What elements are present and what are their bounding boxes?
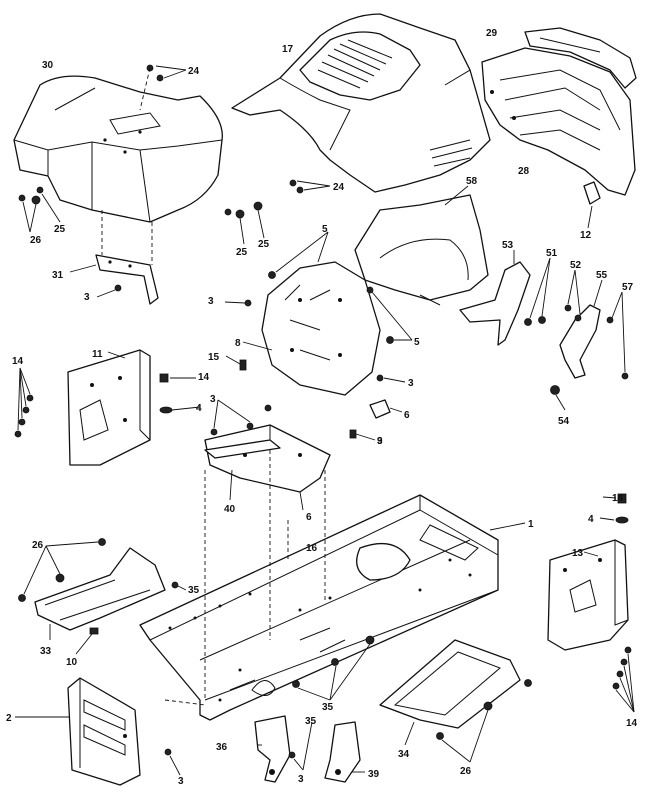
callout-25: 25: [236, 247, 248, 258]
callout-34: 34: [398, 749, 410, 760]
hood-17: [231, 13, 491, 193]
callout-11: 11: [92, 349, 103, 360]
screws-14-right: [612, 646, 635, 713]
callout-8: 8: [235, 338, 241, 349]
callout-25: 25: [54, 224, 66, 235]
callout-14: 14: [198, 372, 210, 383]
callout-29: 29: [486, 28, 498, 39]
callout-35: 35: [305, 716, 317, 727]
callout-1: 1: [528, 519, 534, 530]
side-panel-11: [67, 349, 151, 466]
callout-52: 52: [570, 260, 582, 271]
grille-29: [524, 27, 637, 89]
chassis-frame-1: [139, 494, 526, 721]
callout-9: 3: [377, 436, 383, 447]
latch-12: [583, 181, 601, 229]
callout-3: 3: [208, 296, 214, 307]
side-panel-13: [547, 539, 629, 651]
heat-shield-58: [354, 185, 489, 306]
callout-14: 14: [12, 356, 24, 367]
callout-26: 26: [32, 540, 44, 551]
bolt-14-washer-4: [159, 373, 201, 414]
callout-58: 58: [466, 176, 478, 187]
bracket-39: [324, 721, 365, 783]
dash-panel-30: [13, 75, 223, 223]
callout-26: 26: [30, 235, 42, 246]
callout-3: 3: [298, 774, 304, 785]
callout-4: 4: [196, 403, 202, 414]
callout-5: 5: [322, 224, 328, 235]
callout-9: 9: [377, 436, 383, 447]
callout-54: 54: [558, 416, 570, 427]
callout-4: 4: [588, 514, 594, 525]
callout-12: 12: [580, 230, 592, 241]
screws-14-left: [14, 367, 34, 438]
callout-24: 24: [333, 182, 345, 193]
footrest-33: [34, 547, 166, 640]
callout-53: 53: [502, 240, 514, 251]
callout-5: 5: [414, 337, 420, 348]
hardware-35-3-bottom: [288, 635, 375, 771]
callout-24: 24: [188, 66, 200, 77]
callout-40: 40: [224, 504, 236, 515]
callout-6: 6: [404, 410, 410, 421]
bolts-15-9-clip-6: [225, 355, 403, 441]
callout-25: 25: [258, 239, 270, 250]
callout-33: 33: [40, 646, 52, 657]
footrest-34-hardware: [436, 679, 532, 763]
callout-57: 57: [622, 282, 634, 293]
callout-30: 30: [42, 60, 54, 71]
footrest-34: [379, 639, 521, 746]
front-plate-2: [15, 677, 181, 786]
callout-3: 3: [178, 776, 184, 787]
callout-15: 15: [208, 352, 220, 363]
bracket-36: [254, 715, 291, 783]
callout-51: 51: [546, 248, 558, 259]
callout-labels: 1 2 3 3 3 3 3 3 3 4 4 5 5 6 6 8 9 10 11 …: [6, 28, 638, 787]
footrest-hardware: [18, 538, 187, 655]
callout-6: 6: [306, 512, 312, 523]
nuts-25-26-left: [18, 186, 265, 245]
dash-mount-8: [242, 261, 381, 396]
callout-10: 10: [66, 657, 78, 668]
screws-24-top: [139, 64, 187, 111]
callout-3: 3: [408, 378, 414, 389]
callout-3: 3: [84, 292, 90, 303]
callout-36: 36: [216, 742, 228, 753]
grille-housing-28: [481, 47, 636, 196]
callout-16: 16: [306, 543, 318, 554]
bracket-53: [459, 250, 531, 346]
callout-14: 14: [612, 493, 624, 504]
hardware-51-52-57-54: [524, 257, 629, 411]
callout-14: 14: [626, 718, 638, 729]
callout-28: 28: [518, 166, 530, 177]
callout-13: 13: [572, 548, 584, 559]
callout-35: 35: [188, 585, 200, 596]
screws-24-right: [289, 179, 331, 194]
callout-31: 31: [52, 270, 64, 281]
callout-55: 55: [596, 270, 608, 281]
callout-3: 3: [210, 394, 216, 405]
battery-tray-40: [204, 399, 331, 511]
bracket-55: [559, 279, 603, 379]
callout-17: 17: [282, 44, 294, 55]
callout-39: 39: [368, 769, 380, 780]
callout-2: 2: [6, 713, 12, 724]
dash-bracket-31: [69, 210, 159, 305]
assembly-lines: [164, 450, 326, 706]
callout-35: 35: [322, 702, 334, 713]
bolt-14-washer-4-right: [599, 493, 629, 524]
dash-mount-hardware: [224, 231, 413, 383]
callout-26: 26: [460, 766, 472, 777]
